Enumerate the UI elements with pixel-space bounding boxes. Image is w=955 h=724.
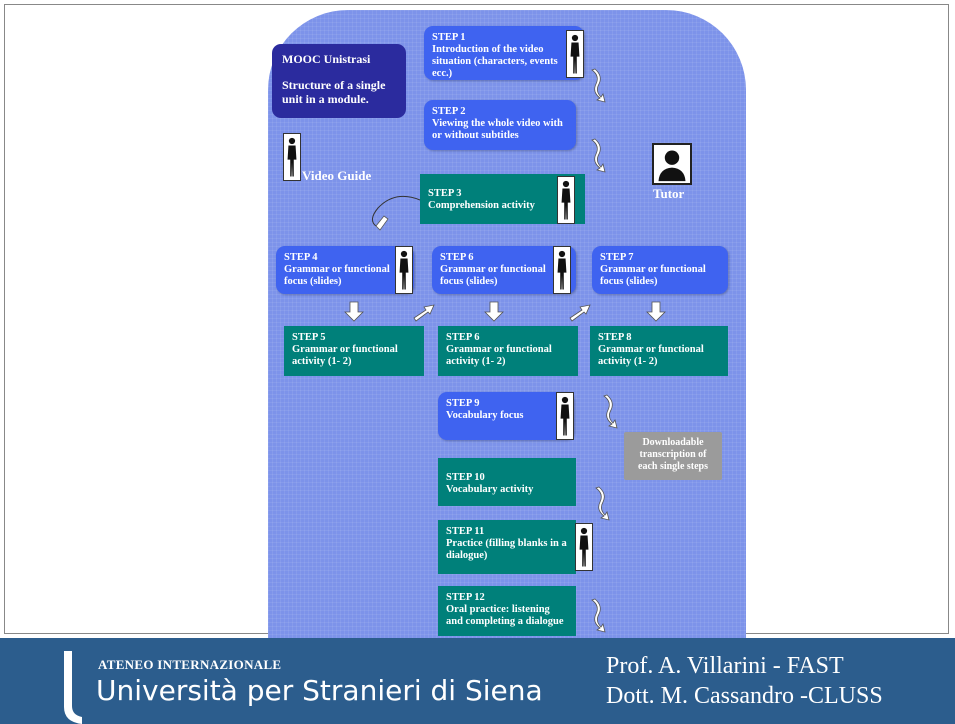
title-line2: Structure of a single unit in a module.: [282, 78, 386, 106]
tutor-avatar-icon: [652, 143, 692, 185]
downloadable-transcription-note: Downloadable transcription of each singl…: [624, 432, 722, 480]
curly-arrow-1: [591, 68, 606, 103]
footer-credit-1: Prof. A. Villarini - FAST: [606, 653, 844, 679]
curly-arrow-2: [591, 138, 606, 173]
video-guide-figure-icon: [283, 133, 301, 181]
step-8-box: STEP 8 Grammar or functional activity (1…: [590, 326, 728, 376]
curly-arrow-10: [595, 486, 610, 521]
step-6-figure-icon: [553, 246, 571, 294]
step-9-box: STEP 9 Vocabulary focus: [438, 392, 574, 440]
step-6-activity-label: STEP 6: [446, 332, 480, 343]
step-10-label: STEP 10: [446, 472, 485, 483]
flow-arrows: [344, 68, 666, 633]
step-3-label: STEP 3: [428, 188, 462, 199]
step-7-box: STEP 7 Grammar or functional focus (slid…: [592, 246, 728, 294]
curly-arrow-12: [591, 598, 606, 633]
footer-institution-line2: Università per Stranieri di Siena: [96, 674, 543, 707]
down-arrow-7: [646, 301, 666, 322]
step-11-box: STEP 11 Practice (filling blanks in a di…: [438, 520, 576, 574]
step-9-desc: Vocabulary focus: [446, 410, 524, 421]
footer-institution-line1: ATENEO INTERNAZIONALE: [98, 657, 282, 672]
step-10-desc: Vocabulary activity: [446, 484, 534, 495]
step-7-desc: Grammar or functional focus (slides): [600, 264, 706, 287]
step-11-desc: Practice (filling blanks in a dialogue): [446, 538, 567, 561]
step-12-desc: Oral practice: listening and completing …: [446, 604, 564, 627]
title-box: MOOC Unistrasi Structure of a single uni…: [272, 44, 406, 118]
step-8-desc: Grammar or functional activity (1- 2): [598, 344, 704, 367]
step-1-box: STEP 1 Introduction of the video situati…: [424, 26, 584, 80]
step-4-label: STEP 4: [284, 252, 318, 263]
university-logo-icon: [64, 651, 82, 724]
step-11-label: STEP 11: [446, 526, 485, 537]
step-5-box: STEP 5 Grammar or functional activity (1…: [284, 326, 424, 376]
step-11-figure-icon: [575, 523, 593, 571]
footer-credit-2: Dott. M. Cassandro -CLUSS: [606, 683, 883, 709]
step-12-box: STEP 12 Oral practice: listening and com…: [438, 586, 576, 636]
curly-arrow-9: [603, 394, 618, 429]
step-12-label: STEP 12: [446, 592, 485, 603]
diag-arrow-5-6: [413, 304, 435, 322]
note-text: Downloadable transcription of each singl…: [638, 437, 708, 472]
step-4-figure-icon: [395, 246, 413, 294]
step-4-desc: Grammar or functional focus (slides): [284, 264, 390, 287]
step-2-desc: Viewing the whole video with or without …: [432, 118, 563, 141]
footer-credits: Prof. A. Villarini - FAST Dott. M. Cassa…: [606, 651, 883, 711]
diag-arrow-6-7: [569, 304, 591, 322]
step-4-box: STEP 4 Grammar or functional focus (slid…: [276, 246, 414, 294]
step-6-focus-desc: Grammar or functional focus (slides): [440, 264, 546, 287]
step-6-activity-box: STEP 6 Grammar or functional activity (1…: [438, 326, 578, 376]
footer-bar: [0, 638, 955, 724]
step-6-focus-label: STEP 6: [440, 252, 474, 263]
step-6-focus-box: STEP 6 Grammar or functional focus (slid…: [432, 246, 576, 294]
title-line1: MOOC Unistrasi: [282, 52, 371, 66]
step-1-label: STEP 1: [432, 32, 466, 43]
step-7-label: STEP 7: [600, 252, 634, 263]
step-6-activity-desc: Grammar or functional activity (1- 2): [446, 344, 552, 367]
step-1-figure-icon: [566, 30, 584, 78]
down-arrow-6: [484, 301, 504, 322]
step-3-desc: Comprehension activity: [428, 200, 535, 211]
tutor-label: Tutor: [653, 186, 685, 201]
step-2-label: STEP 2: [432, 106, 466, 117]
step-9-figure-icon: [556, 392, 574, 440]
step-3-figure-icon: [557, 176, 575, 224]
step-8-label: STEP 8: [598, 332, 632, 343]
down-arrow-4: [344, 301, 364, 322]
step-1-desc: Introduction of the video situation (cha…: [432, 44, 558, 79]
step-5-label: STEP 5: [292, 332, 326, 343]
step-5-desc: Grammar or functional activity (1- 2): [292, 344, 398, 367]
step-2-box: STEP 2 Viewing the whole video with or w…: [424, 100, 576, 150]
step-9-label: STEP 9: [446, 398, 480, 409]
video-guide-label: Video Guide: [302, 168, 372, 183]
step-10-box: STEP 10 Vocabulary activity: [438, 458, 576, 506]
